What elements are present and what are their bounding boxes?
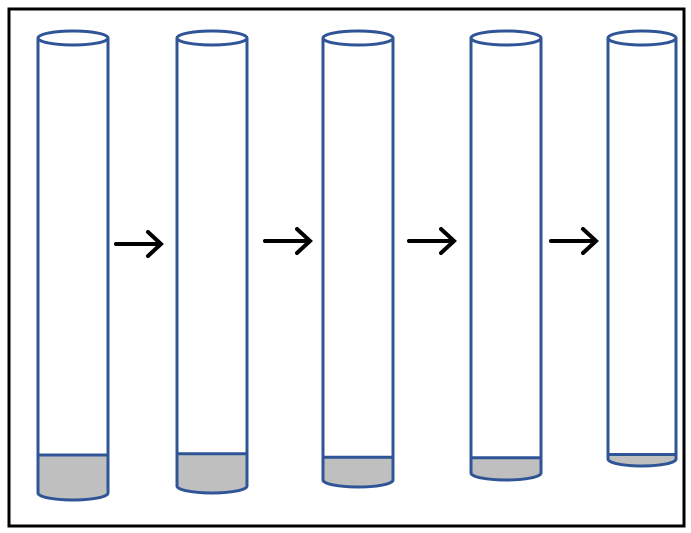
right-arrow-icon bbox=[263, 227, 313, 255]
right-arrow-icon bbox=[114, 230, 164, 258]
tube-body bbox=[323, 38, 393, 487]
tube-rim bbox=[469, 29, 543, 47]
tubes-group bbox=[36, 29, 678, 502]
tube-outline bbox=[175, 38, 249, 495]
tube-body bbox=[608, 38, 676, 466]
right-arrow-icon bbox=[407, 227, 457, 255]
test-tube bbox=[606, 29, 678, 468]
tube-rim bbox=[606, 29, 678, 47]
test-tube bbox=[36, 29, 110, 502]
tube-body bbox=[471, 38, 541, 480]
test-tube bbox=[321, 29, 395, 489]
tube-body bbox=[177, 38, 247, 493]
diagram-frame bbox=[7, 7, 686, 528]
tube-outline bbox=[321, 38, 395, 489]
sediment-layer bbox=[471, 457, 541, 480]
tube-outline bbox=[606, 38, 678, 468]
arrows-group bbox=[114, 227, 599, 258]
tube-rim bbox=[36, 29, 110, 47]
sediment-layer bbox=[323, 457, 393, 487]
tube-rim bbox=[321, 29, 395, 47]
tube-body bbox=[38, 38, 108, 500]
tube-outline bbox=[36, 38, 110, 502]
sediment-layer bbox=[608, 454, 676, 466]
sediment-layer bbox=[177, 453, 247, 493]
test-tube bbox=[469, 29, 543, 482]
tube-rim bbox=[175, 29, 249, 47]
tube-outline bbox=[469, 38, 543, 482]
test-tube bbox=[175, 29, 249, 495]
right-arrow-icon bbox=[549, 227, 599, 255]
sediment-layer bbox=[38, 455, 108, 500]
